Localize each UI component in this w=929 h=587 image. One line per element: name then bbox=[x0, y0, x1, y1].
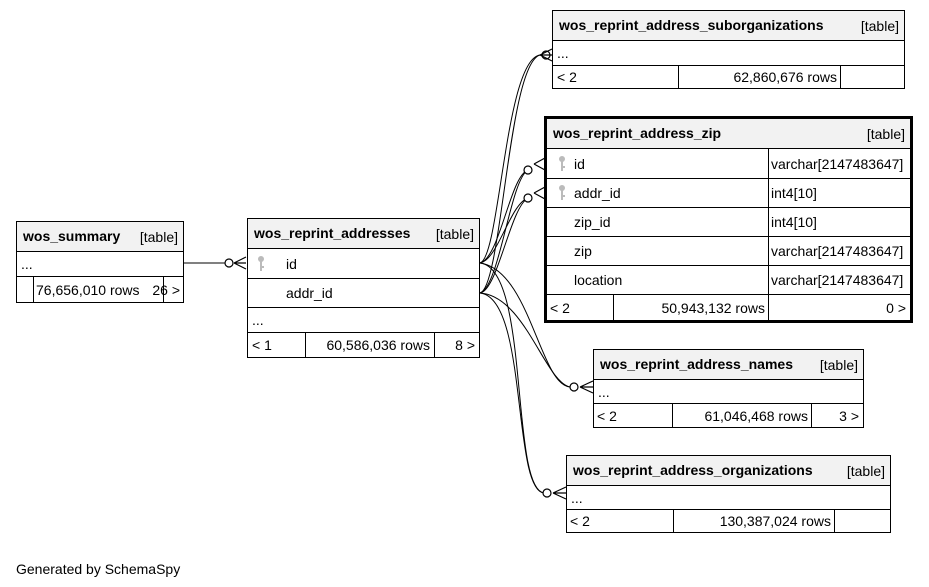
table-type: [table] bbox=[819, 357, 858, 373]
column-row[interactable]: zip_id int4[10] bbox=[547, 208, 910, 237]
parents-count[interactable]: < 2 bbox=[550, 299, 570, 316]
stats-row: < 2 50,943,132 rows 0 > bbox=[547, 295, 910, 320]
parents-count[interactable]: < 2 bbox=[597, 407, 617, 424]
table-header: wos_reprint_address_organizations [table… bbox=[567, 456, 890, 486]
ellipsis-row: ... bbox=[594, 380, 863, 404]
row-count: 60,586,036 rows bbox=[326, 337, 430, 353]
edge-end-circle bbox=[542, 488, 552, 498]
table-type: [table] bbox=[846, 463, 885, 479]
ellipsis-row: ... bbox=[17, 252, 183, 277]
table-wos-reprint-addresses[interactable]: wos_reprint_addresses [table] id addr_id… bbox=[247, 218, 480, 358]
ellipsis-row: ... bbox=[567, 486, 890, 510]
column-type: varchar[2147483647] bbox=[771, 272, 904, 288]
row-count: 50,943,132 rows bbox=[661, 299, 765, 316]
ellipsis: ... bbox=[557, 45, 569, 61]
table-wos-reprint-address-suborganizations[interactable]: wos_reprint_address_suborganizations [ta… bbox=[552, 10, 905, 89]
table-type: [table] bbox=[860, 18, 899, 34]
stats-row: < 2 61,046,468 rows 3 > bbox=[594, 404, 863, 427]
ellipsis: ... bbox=[252, 312, 264, 328]
table-type: [table] bbox=[866, 126, 905, 142]
table-name: wos_reprint_address_organizations bbox=[573, 462, 813, 478]
children-count[interactable]: 3 > bbox=[839, 407, 859, 424]
stats-row: < 2 62,860,676 rows bbox=[553, 66, 904, 88]
table-name: wos_reprint_addresses bbox=[254, 225, 411, 241]
column-name: addr_id bbox=[574, 185, 621, 201]
table-name: wos_reprint_address_zip bbox=[553, 125, 722, 141]
parents-count[interactable]: < 2 bbox=[570, 513, 590, 529]
column-type: varchar[2147483647] bbox=[771, 155, 904, 172]
edge-addresses-zip-addrid bbox=[479, 197, 529, 264]
table-header: wos_reprint_addresses [table] bbox=[248, 219, 479, 249]
row-count: 76,656,010 rows bbox=[36, 281, 140, 298]
table-wos-reprint-address-zip[interactable]: wos_reprint_address_zip [table] id varch… bbox=[544, 116, 913, 323]
key-icon bbox=[559, 185, 565, 200]
column-name: id bbox=[574, 155, 585, 172]
edge-end-circle bbox=[569, 382, 579, 392]
ellipsis-row: ... bbox=[248, 308, 479, 333]
column-type: int4[10] bbox=[771, 214, 817, 230]
crows-foot bbox=[533, 186, 546, 200]
children-count[interactable]: 26 > bbox=[152, 281, 180, 298]
edge-end-circle bbox=[523, 193, 533, 203]
children-count[interactable]: 0 > bbox=[886, 299, 906, 316]
ellipsis: ... bbox=[21, 256, 33, 272]
stats-row: 76,656,010 rows 26 > bbox=[17, 277, 183, 302]
column-type: varchar[2147483647] bbox=[771, 243, 904, 259]
row-count: 61,046,468 rows bbox=[704, 407, 808, 424]
column-name: location bbox=[574, 272, 623, 288]
ellipsis: ... bbox=[598, 383, 610, 400]
stats-row: < 1 60,586,036 rows 8 > bbox=[248, 333, 479, 357]
column-type: int4[10] bbox=[771, 185, 817, 201]
column-row[interactable]: location varchar[2147483647] bbox=[547, 266, 910, 295]
crows-foot bbox=[533, 157, 546, 171]
edge-addresses-suborganizations bbox=[479, 54, 541, 264]
column-row[interactable]: addr_id bbox=[248, 279, 479, 308]
table-name: wos_reprint_address_suborganizations bbox=[559, 17, 824, 33]
crows-foot bbox=[539, 48, 553, 62]
crows-foot bbox=[552, 486, 567, 500]
table-header: wos_reprint_address_zip [table] bbox=[547, 119, 910, 149]
table-header: wos_reprint_address_names [table] bbox=[594, 350, 863, 380]
children-count[interactable]: 8 > bbox=[455, 337, 475, 353]
table-name: wos_summary bbox=[23, 228, 121, 244]
table-type: [table] bbox=[435, 226, 474, 242]
table-wos-reprint-address-organizations[interactable]: wos_reprint_address_organizations [table… bbox=[566, 455, 891, 533]
row-count: 62,860,676 rows bbox=[733, 69, 837, 85]
table-name: wos_reprint_address_names bbox=[600, 356, 793, 372]
edge-addresses-zip-id bbox=[479, 169, 529, 264]
table-header: wos_summary [table] bbox=[17, 222, 183, 252]
column-name: zip bbox=[574, 243, 592, 259]
column-row[interactable]: id varchar[2147483647] bbox=[547, 149, 910, 179]
table-wos-summary[interactable]: wos_summary [table] ... 76,656,010 rows … bbox=[16, 221, 184, 303]
table-type: [table] bbox=[139, 229, 178, 245]
crows-foot bbox=[233, 256, 247, 270]
edge-end-circle bbox=[224, 258, 234, 268]
ellipsis-row: ... bbox=[553, 41, 904, 66]
column-row[interactable]: id bbox=[248, 249, 479, 279]
key-icon bbox=[258, 255, 264, 271]
parents-count[interactable]: < 1 bbox=[252, 337, 272, 353]
key-icon bbox=[559, 155, 565, 171]
column-row[interactable]: zip varchar[2147483647] bbox=[547, 237, 910, 266]
edge-end-circle bbox=[523, 165, 533, 175]
column-name: zip_id bbox=[574, 214, 611, 230]
parents-count[interactable]: < 2 bbox=[557, 69, 577, 85]
column-row[interactable]: addr_id int4[10] bbox=[547, 179, 910, 208]
table-header: wos_reprint_address_suborganizations [ta… bbox=[553, 11, 904, 41]
generated-by-footer: Generated by SchemaSpy bbox=[16, 561, 181, 577]
table-wos-reprint-address-names[interactable]: wos_reprint_address_names [table] ... < … bbox=[593, 349, 864, 428]
stats-row: < 2 130,387,024 rows bbox=[567, 510, 890, 532]
column-name: addr_id bbox=[286, 285, 333, 301]
column-name: id bbox=[286, 255, 297, 272]
crows-foot bbox=[579, 380, 594, 394]
row-count: 130,387,024 rows bbox=[719, 513, 831, 529]
ellipsis: ... bbox=[571, 489, 583, 506]
